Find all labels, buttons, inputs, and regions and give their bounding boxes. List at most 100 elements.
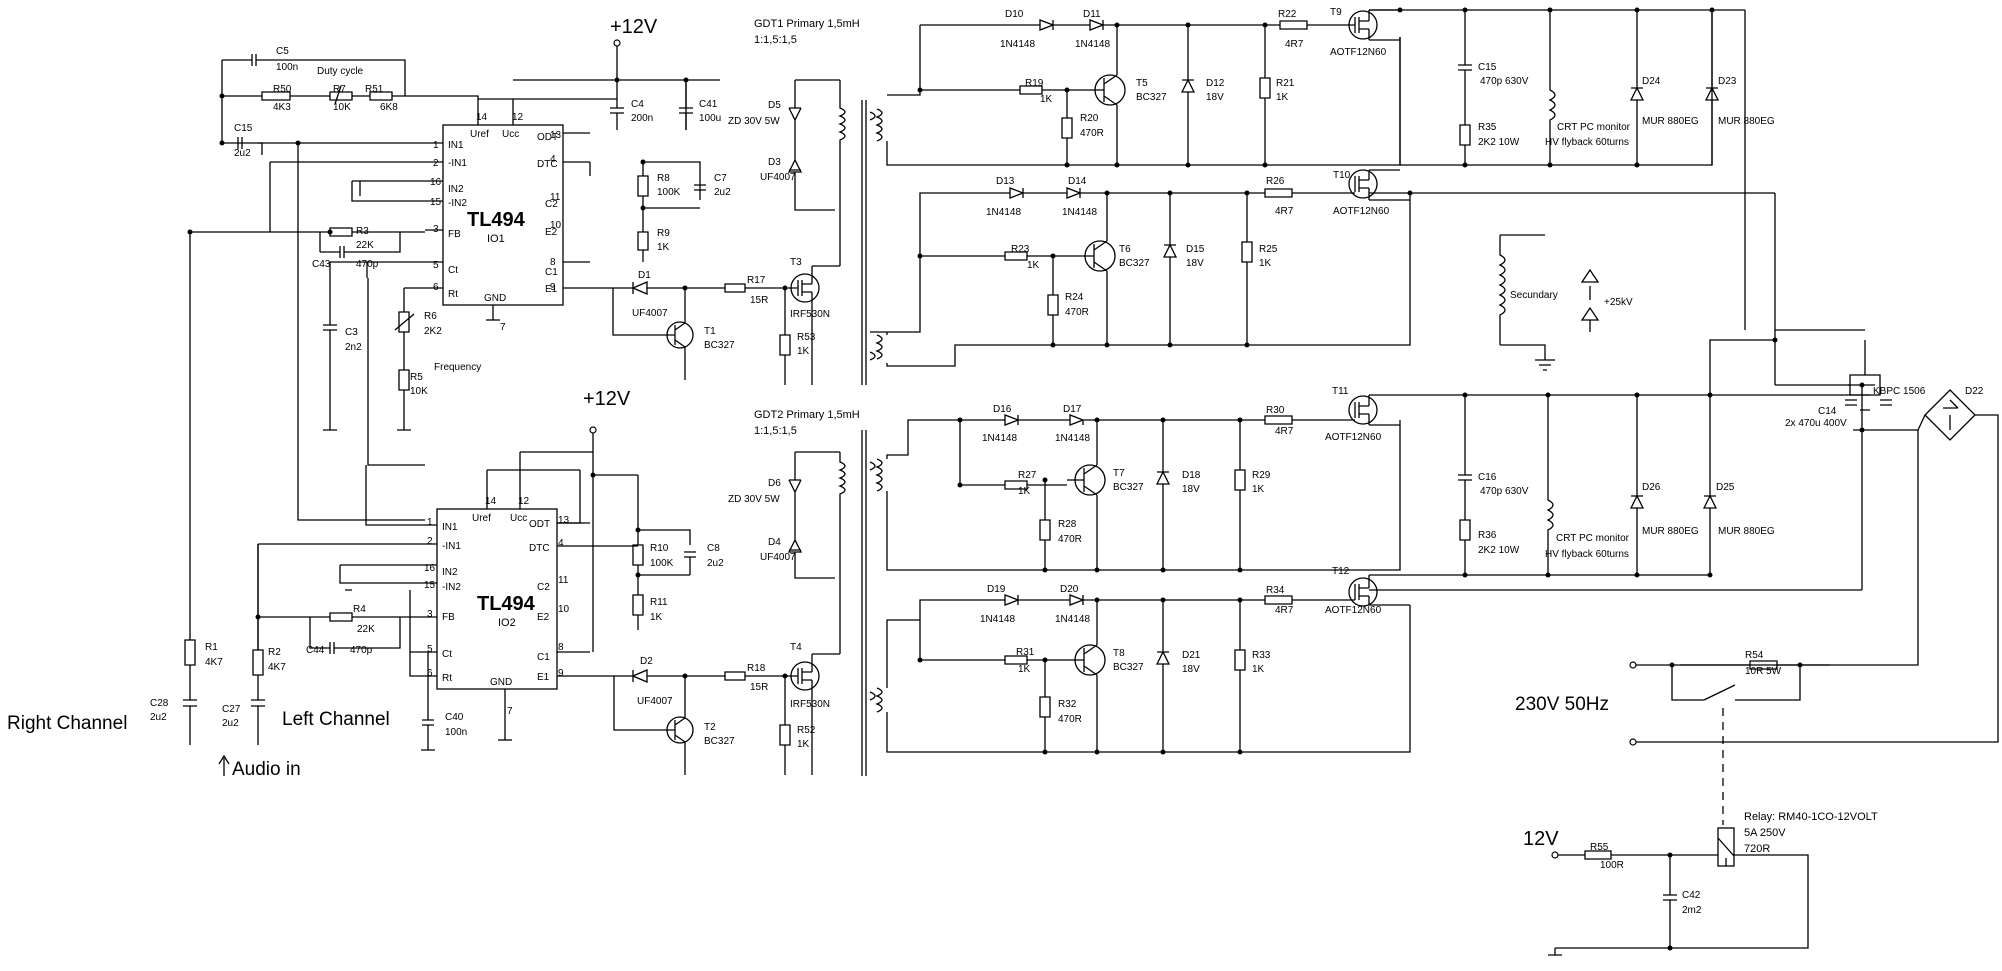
pin-label: -IN1 <box>448 158 467 169</box>
pin-label: C2 <box>545 199 558 210</box>
part-ref: R29 <box>1252 470 1271 481</box>
part-ref: T8 <box>1113 648 1125 659</box>
part-value: 6K8 <box>380 102 398 113</box>
part-ref: T4 <box>790 642 802 653</box>
pin-number: 8 <box>550 257 556 268</box>
pin-label: GND <box>484 293 506 304</box>
part-ref: D20 <box>1060 584 1079 595</box>
part-ref: R34 <box>1266 585 1285 596</box>
pin-number: 5 <box>433 260 439 271</box>
pin-label: ODT <box>537 132 558 143</box>
pin-label: E2 <box>545 227 558 238</box>
part-value: 2u2 <box>714 187 731 198</box>
part-value: AOTF12N60 <box>1325 605 1382 616</box>
pin-number: 11 <box>550 192 561 203</box>
pin-label: DTC <box>529 543 550 554</box>
secundary-label: Secundary <box>1510 290 1558 301</box>
gdt2-label: GDT2 Primary 1,5mH <box>754 409 860 421</box>
part-ref: D4 <box>768 537 781 548</box>
part-value: 4R7 <box>1275 426 1294 437</box>
pin-label: -IN2 <box>442 582 461 593</box>
part-value: 2x 470u 400V <box>1785 418 1847 429</box>
part-value: 22K <box>357 624 375 635</box>
pin-number: 9 <box>550 282 556 293</box>
part-value: 2m2 <box>1682 905 1702 916</box>
part-value: 1K <box>1040 94 1053 105</box>
part-ref: C15 <box>1478 62 1497 73</box>
part-ref: R22 <box>1278 9 1297 20</box>
part-value: IRF530N <box>790 309 830 320</box>
part-ref: R8 <box>657 173 670 184</box>
pin-label: Rt <box>442 673 452 684</box>
part-ref: D5 <box>768 100 781 111</box>
part-value: 470R <box>1080 128 1104 139</box>
pin-number: 4 <box>558 538 564 549</box>
part-value: UF4007 <box>760 172 796 183</box>
ic2-ref: IO2 <box>498 617 516 629</box>
supply-terminal <box>589 426 597 434</box>
flyback-label: HV flyback 60turns <box>1545 137 1629 148</box>
part-value: 1N4148 <box>982 433 1017 444</box>
part-value: 18V <box>1182 484 1200 495</box>
part-ref: R51 <box>365 84 384 95</box>
flyback-label: CRT PC monitor <box>1556 533 1630 544</box>
part-value: 1K <box>797 346 810 357</box>
part-ref: C5 <box>276 46 289 57</box>
part-value: BC327 <box>704 340 735 351</box>
part-ref: C27 <box>222 704 241 715</box>
part-ref: R26 <box>1266 176 1285 187</box>
part-ref: R5 <box>410 372 423 383</box>
part-value: 1K <box>797 739 810 750</box>
ic1-ref: IO1 <box>487 233 505 245</box>
part-ref: D17 <box>1063 404 1082 415</box>
pin-number: 11 <box>558 575 569 586</box>
pin-label: E2 <box>537 612 550 623</box>
part-ref: R28 <box>1058 519 1077 530</box>
flyback-upper: C15 470p 630V R35 2K2 10W CRT PC monitor… <box>1369 9 1775 330</box>
gate-driver-t10: D13 1N4148 D14 1N4148 R26 4R7 R23 1K T6 … <box>869 169 1775 367</box>
part-value: 10K <box>410 386 428 397</box>
pin-label: C2 <box>537 582 550 593</box>
part-value: 4R7 <box>1285 39 1304 50</box>
ic2-timing-network: R4 22K C44 470p C40 100n <box>257 465 467 751</box>
part-ref: T9 <box>1330 7 1342 18</box>
pin-number: 14 <box>485 496 497 507</box>
part-ref: R30 <box>1266 405 1285 416</box>
part-ref: R21 <box>1276 78 1295 89</box>
ic1-timing-network: R3 22K C43 470p C3 2n2 R6 2K2 Frequency … <box>190 161 481 466</box>
pwm-controller-2: TL494 IO2 Uref Ucc IN1 -IN1 IN2 -IN2 FB … <box>420 388 867 776</box>
audio-input: R1 4K7 C28 2u2 R2 4K7 C27 2u2 Right Chan… <box>7 232 390 780</box>
part-ref: R25 <box>1259 244 1278 255</box>
part-ref: R36 <box>1478 530 1497 541</box>
pin-number: 1 <box>427 517 433 528</box>
part-ref: D26 <box>1642 482 1661 493</box>
flyback-label: CRT PC monitor <box>1557 122 1631 133</box>
supply-terminal <box>613 39 621 47</box>
part-ref: R4 <box>353 604 366 615</box>
pin-number: 6 <box>427 668 433 679</box>
part-value: 4R7 <box>1275 605 1294 616</box>
ic1-name: TL494 <box>467 209 526 231</box>
part-ref: R54 <box>1745 650 1764 661</box>
part-value: 15R <box>750 295 768 306</box>
part-value: 22K <box>356 240 374 251</box>
part-ref: C15 <box>234 123 253 134</box>
pin-label: IN1 <box>448 140 464 151</box>
part-ref: R17 <box>747 275 766 286</box>
part-value: IRF530N <box>790 699 830 710</box>
relay-label: 720R <box>1744 843 1770 855</box>
part-ref: R23 <box>1011 244 1030 255</box>
part-value: AOTF12N60 <box>1330 47 1387 58</box>
pin-label: Uref <box>472 513 491 524</box>
part-value: 2u2 <box>222 718 239 729</box>
part-value: 1N4148 <box>1062 207 1097 218</box>
part-ref: D12 <box>1206 78 1225 89</box>
part-value: 1N4148 <box>1075 39 1110 50</box>
gdt2-ratio: 1:1,5:1,5 <box>754 425 797 437</box>
part-value: 4K7 <box>205 657 223 668</box>
part-value: 200n <box>631 113 653 124</box>
gdt1-ratio: 1:1,5:1,5 <box>754 34 797 46</box>
part-ref: D2 <box>640 656 653 667</box>
part-value: MUR 880EG <box>1642 116 1699 127</box>
part-ref: R3 <box>356 226 369 237</box>
